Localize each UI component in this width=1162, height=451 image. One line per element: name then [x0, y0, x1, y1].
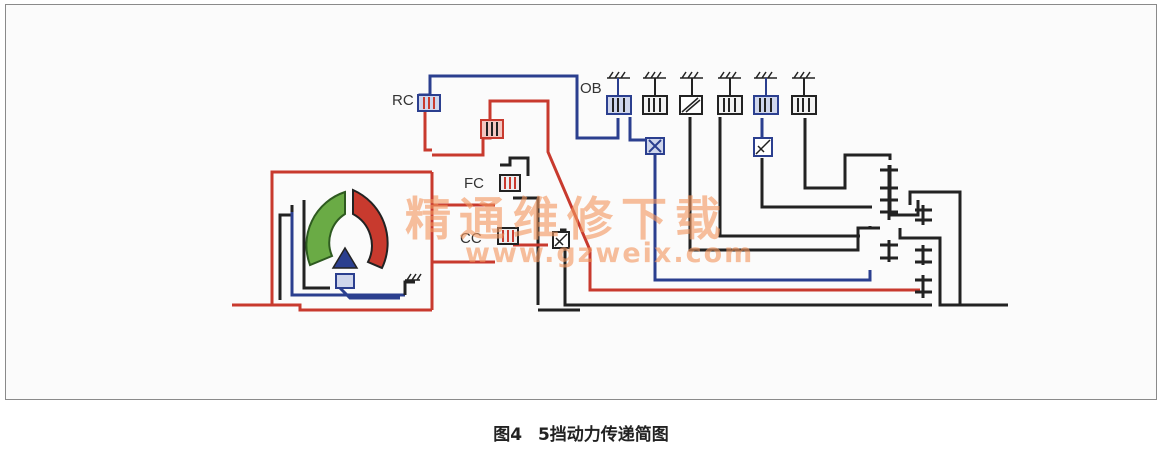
label-cc: CC: [460, 230, 482, 247]
sprag-blue: [645, 137, 665, 155]
clutch-cc: [497, 227, 519, 245]
pump-red: [352, 188, 389, 270]
brake-2: [642, 95, 668, 115]
label-ob: OB: [580, 80, 602, 97]
brake-4: [717, 95, 743, 115]
one-way-clutch: [552, 231, 570, 249]
clutch-rc: [417, 94, 441, 112]
stator-triangle: [331, 246, 359, 269]
watermark-title: 精通维修下载: [405, 192, 729, 246]
brake-ob: [606, 95, 632, 115]
clutch-fc: [499, 174, 521, 192]
brake-6: [791, 95, 817, 115]
watermark-url: www.gzweix.com: [465, 238, 755, 269]
brake-3-hatched: [679, 95, 703, 115]
clutch-red: [480, 119, 504, 139]
turbine-green: [305, 190, 346, 267]
brake-5: [753, 95, 779, 115]
sprag-hatched: [753, 137, 773, 157]
torque-converter: [232, 170, 432, 312]
label-rc: RC: [392, 92, 414, 109]
figure-frame: [5, 4, 1157, 400]
figure-caption: 图4 5挡动力传递简图: [493, 425, 669, 445]
label-fc: FC: [464, 175, 484, 192]
